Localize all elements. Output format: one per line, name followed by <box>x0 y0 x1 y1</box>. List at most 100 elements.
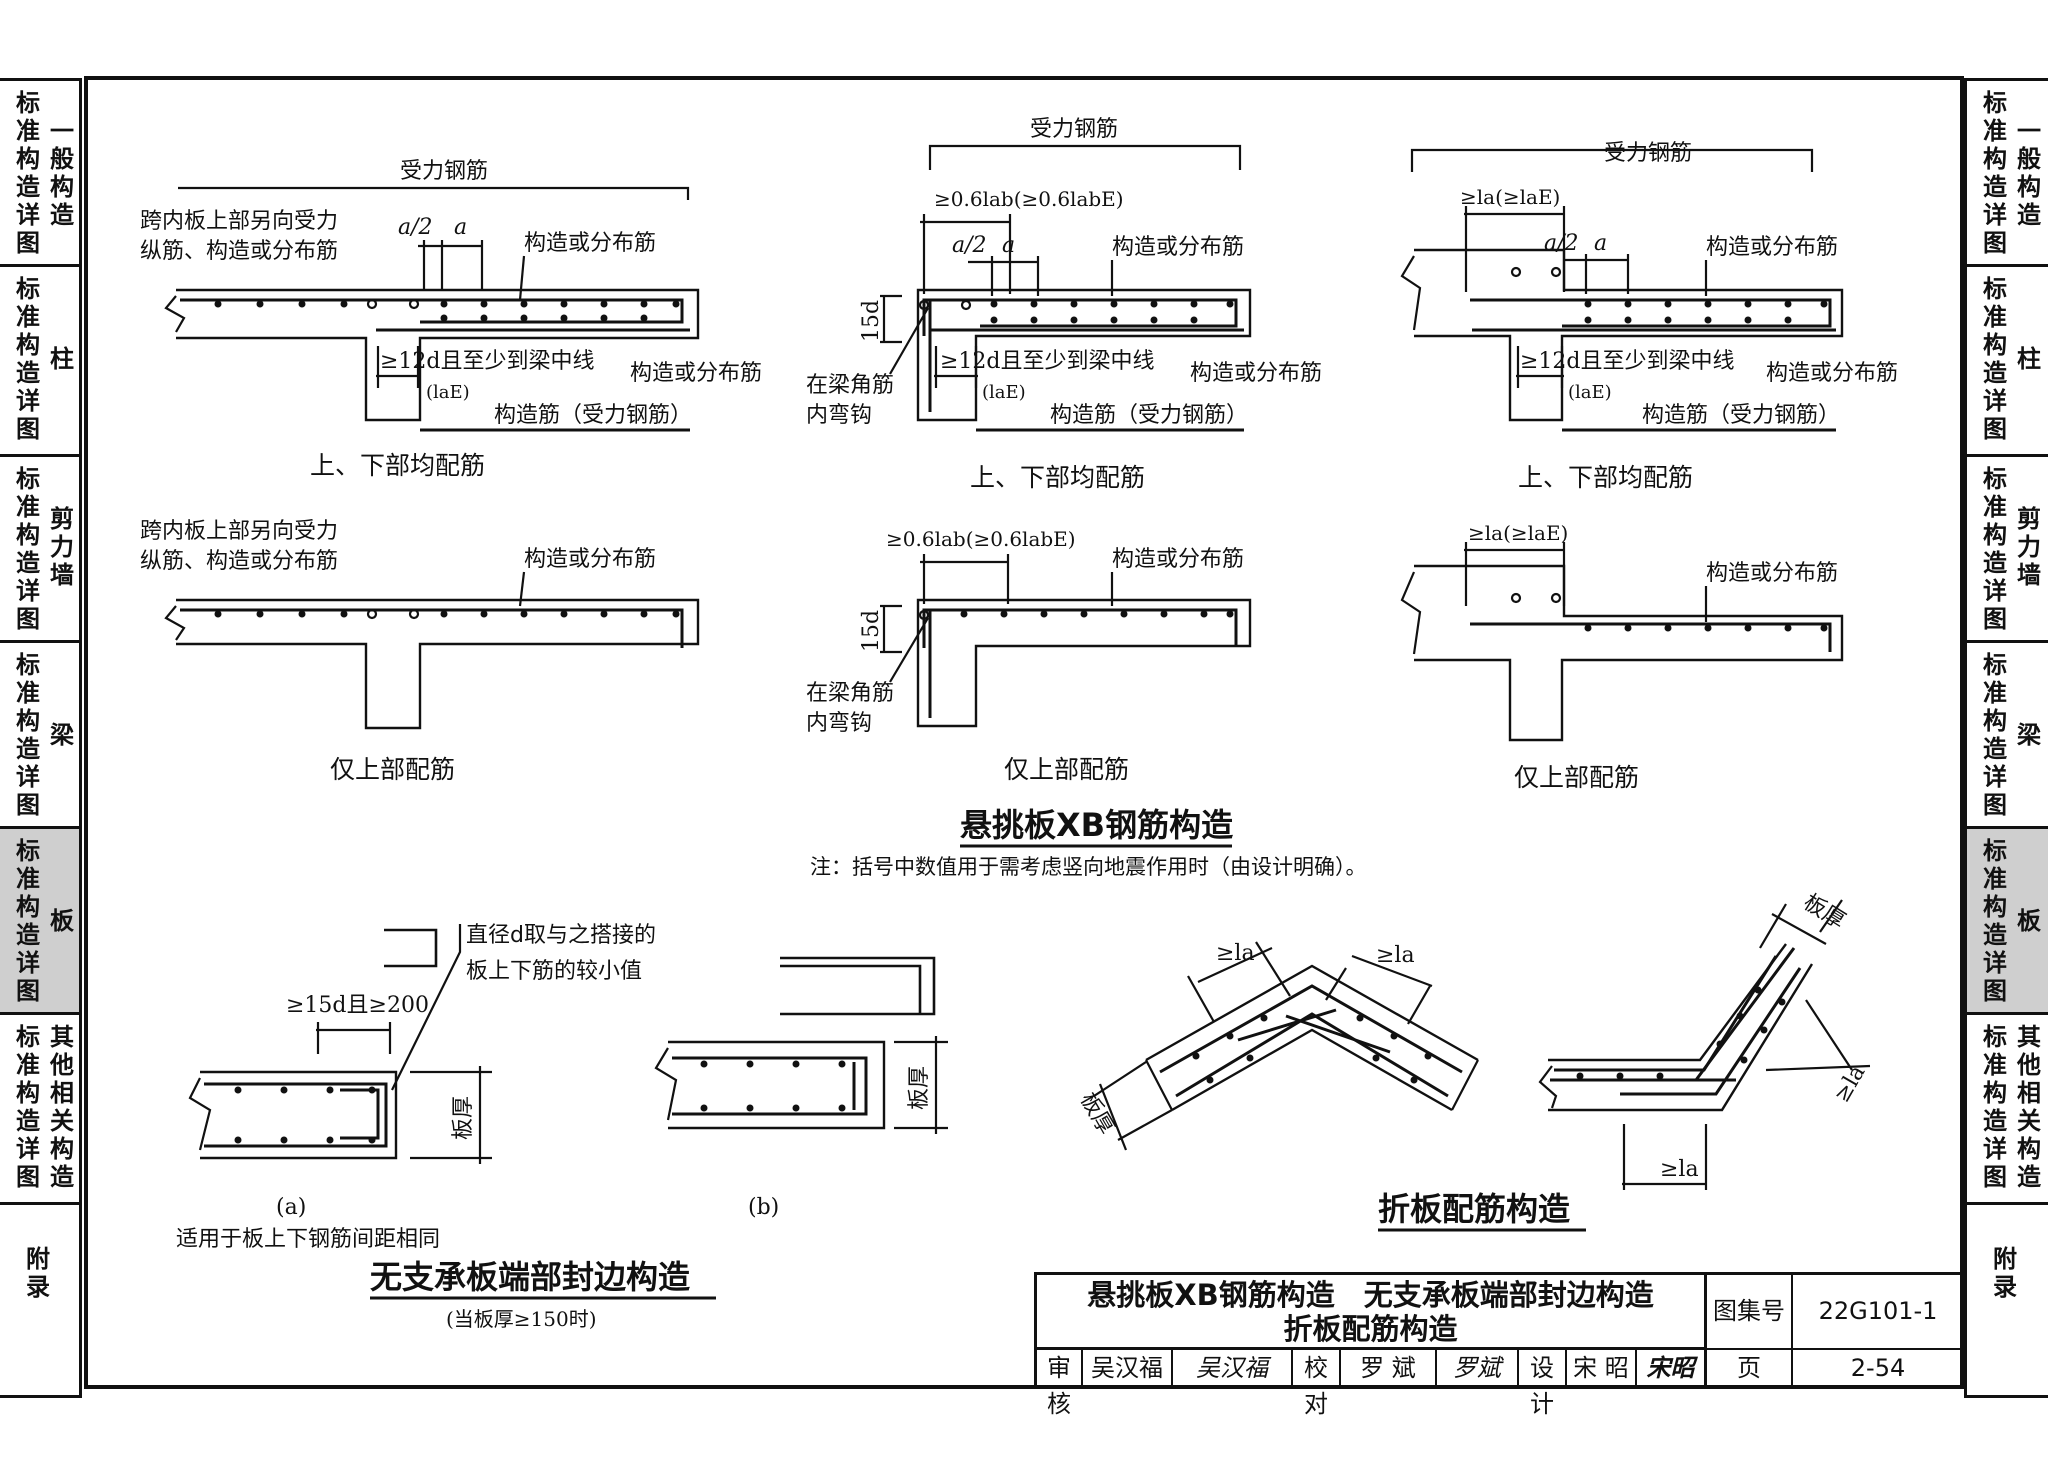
design-label: 设计 <box>1519 1350 1567 1418</box>
tab-category: 板 <box>2017 907 2041 935</box>
label-gouzao-fenbu: 构造或分布筋 <box>1706 561 1838 586</box>
sidebar-tab-other[interactable]: 标 准 构 造 详 图 其 他 相 关 构 造 <box>1967 1015 2048 1205</box>
rebar-dots <box>1584 624 1828 632</box>
dim-a <box>1564 254 1630 294</box>
tab-category: 柱 <box>2017 345 2041 373</box>
dim-banhou <box>410 1066 492 1164</box>
slab-outline <box>176 598 700 730</box>
tab-label: 标 准 构 造 详 图 <box>16 1023 40 1191</box>
tab-category: 板 <box>50 907 74 935</box>
page-label: 页 <box>1707 1350 1793 1388</box>
left-sidebar: 标 准 构 造 详 图 一 般 构 造 标 准 构 造 详 图 柱 标 准 构 … <box>0 78 82 1398</box>
reviewer: 吴汉福 <box>1083 1350 1173 1388</box>
titleblock-title: 悬挑板XB钢筋构造 无支承板端部封边构造 折板配筋构造 <box>1037 1275 1707 1350</box>
atlas-label: 图集号 <box>1707 1275 1793 1350</box>
plate-outline <box>1548 943 1814 1112</box>
label-a-half: a/2 <box>952 233 987 258</box>
tab-category: 梁 <box>50 721 74 749</box>
caption-top-only: 仅上部配筋 <box>1514 763 1639 792</box>
label-15d: 15d <box>859 300 884 342</box>
label-gouzao-shouli: 构造筋（受力钢筋） <box>1642 403 1840 428</box>
dim-banhou <box>1093 1061 1173 1151</box>
top-rebar <box>922 298 1238 336</box>
label-diam-2: 板上下筋的较小值 <box>466 959 642 984</box>
sidebar-tab-beam[interactable]: 标 准 构 造 详 图 梁 <box>1967 643 2048 829</box>
sidebar-tab-other[interactable]: 标 准 构 造 详 图 其 他 相 关 构 造 <box>0 1015 79 1205</box>
label-ge-la: ≥la <box>1660 1157 1699 1182</box>
label-lab06: ≥0.6lab(≥0.6labE) <box>886 527 1076 551</box>
top-rebar <box>180 298 684 324</box>
edge-seal-detail-a: 直径d取与之搭接的 板上下筋的较小值 ≥15d且≥200 板厚 (a) 适用于板… <box>176 923 656 1252</box>
label-kuanei-1: 跨内板上部另向受力 <box>140 209 338 234</box>
label-banhou: 板厚 <box>1075 1089 1119 1140</box>
plate-outline <box>1145 964 1479 1112</box>
break-line <box>1538 1065 1558 1109</box>
tab-category: 柱 <box>50 345 74 373</box>
slab-outline <box>1414 248 1844 422</box>
top-rebar <box>1470 298 1832 328</box>
designer-signature: 宋昭 <box>1637 1350 1707 1388</box>
dim-la <box>1464 542 1566 606</box>
tab-label: 标 准 构 造 详 图 <box>1983 651 2007 819</box>
tab-category: 其 他 相 关 构 造 <box>2017 1023 2041 1191</box>
caption-top-only: 仅上部配筋 <box>330 755 455 784</box>
tab-category: 剪 力 墙 <box>50 505 74 589</box>
sidebar-tab-column[interactable]: 标 准 构 造 详 图 柱 <box>0 267 79 457</box>
label-12d: ≥12d且至少到梁中线 <box>940 349 1155 374</box>
label-gouzao-fenbu: 构造或分布筋 <box>1112 547 1244 572</box>
leader <box>889 617 929 683</box>
label-shouli: 受力钢筋 <box>1604 141 1692 166</box>
rebar-dots <box>214 610 680 618</box>
top-rebar <box>922 608 1238 648</box>
sidebar-tab-general[interactable]: 标 准 构 造 详 图 一 般 构 造 <box>1967 81 2048 267</box>
sidebar-tab-shearwall[interactable]: 标 准 构 造 详 图 剪 力 墙 <box>1967 457 2048 643</box>
label-lab06: ≥0.6lab(≥0.6labE) <box>934 187 1124 211</box>
legend-u-bar <box>384 928 438 968</box>
page-no: 2-54 <box>1850 1354 1906 1382</box>
label-a: a <box>1594 231 1607 256</box>
titleblock-line2: 折板配筋构造 <box>1283 1312 1458 1346</box>
leader <box>518 255 526 301</box>
top-rebar <box>1470 622 1832 652</box>
label-12d: ≥12d且至少到梁中线 <box>380 349 595 374</box>
label-zaijiao-2: 内弯钩 <box>806 711 872 736</box>
sidebar-tab-beam[interactable]: 标 准 构 造 详 图 梁 <box>0 643 79 829</box>
label-kuanei-2: 纵筋、构造或分布筋 <box>140 549 338 574</box>
atlas-no: 22G101-1 <box>1793 1275 1963 1350</box>
tab-label: 标 准 构 造 详 图 <box>16 651 40 819</box>
dim-shouli <box>1410 148 1814 172</box>
tab-label: 标 准 构 造 详 图 <box>1983 465 2007 633</box>
sidebar-tab-slab[interactable]: 标 准 构 造 详 图 板 <box>1967 829 2048 1015</box>
sidebar-tab-shearwall[interactable]: 标 准 构 造 详 图 剪 力 墙 <box>0 457 79 643</box>
slab-outline <box>668 1040 886 1130</box>
legend-bar <box>780 956 936 1016</box>
right-sidebar: 标 准 构 造 详 图 一 般 构 造 标 准 构 造 详 图 柱 标 准 构 … <box>1964 78 2048 1398</box>
dim-12d <box>1516 346 1564 388</box>
label-lae: (laE) <box>426 382 470 403</box>
sidebar-tab-slab[interactable]: 标 准 构 造 详 图 板 <box>0 829 79 1015</box>
label-lae: (laE) <box>982 382 1026 403</box>
rebar-dots <box>960 610 1234 618</box>
tab-label: 标 准 构 造 详 图 <box>16 465 40 633</box>
break-line <box>1400 571 1422 655</box>
dim-15d <box>880 294 902 344</box>
review-label: 审核 <box>1037 1350 1083 1418</box>
dim-banhou <box>1759 899 1843 949</box>
sidebar-tab-general[interactable]: 标 准 构 造 详 图 一 般 构 造 <box>0 81 79 267</box>
dim-12d <box>934 346 978 388</box>
sidebar-tab-column[interactable]: 标 准 构 造 详 图 柱 <box>1967 267 2048 457</box>
label-gouzao-shouli: 构造筋（受力钢筋） <box>1050 403 1248 428</box>
label-a: a <box>1002 233 1015 258</box>
rebar-bottom <box>1175 1012 1449 1098</box>
rebar-bottom <box>1620 967 1802 1096</box>
dim-lab <box>920 214 1012 294</box>
label-banhou: 板厚 <box>451 1096 476 1140</box>
sub-a: (a) <box>276 1195 306 1220</box>
rebar-crossing <box>1237 1008 1391 1054</box>
sidebar-tab-appendix[interactable]: 附 录 <box>0 1205 79 1395</box>
label-gouzao-fenbu: 构造或分布筋 <box>524 231 656 256</box>
label-la-lae: ≥la(≥laE) <box>1468 521 1568 545</box>
dim-shouli <box>928 144 1242 170</box>
dim-la-right <box>1765 999 1871 1072</box>
sidebar-tab-appendix[interactable]: 附 录 <box>1967 1205 2048 1395</box>
